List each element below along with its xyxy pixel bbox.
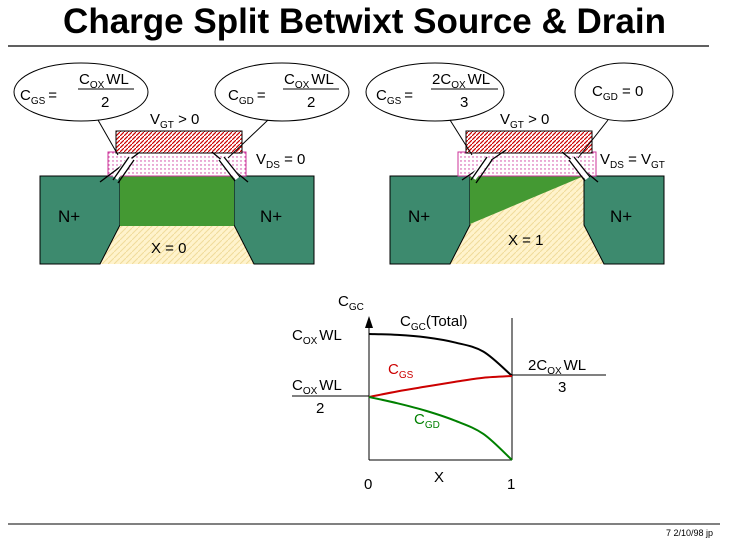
right-source-n-plus bbox=[389, 175, 471, 265]
right-drain-label: N+ bbox=[610, 207, 632, 226]
left-cgd-leader bbox=[227, 119, 269, 159]
graph-right-denominator: 3 bbox=[558, 379, 566, 396]
right-cgd-capacitor-icon bbox=[561, 151, 599, 183]
left-cgs-capacitor-icon bbox=[99, 151, 141, 184]
left-x-label: X = 0 bbox=[151, 240, 186, 257]
right-cgs-bubble bbox=[365, 62, 505, 122]
left-vgt-label: VGT > 0 bbox=[150, 111, 199, 131]
right-cgd-formula: CGD = 0 bbox=[592, 83, 643, 103]
y-axis-arrow-icon bbox=[365, 316, 373, 328]
right-drain-n-plus bbox=[583, 175, 665, 265]
right-cgs-formula: CGS= bbox=[376, 87, 413, 107]
graph-left-half-denominator: 2 bbox=[316, 400, 324, 417]
right-vgt-label: VGT > 0 bbox=[500, 111, 549, 131]
left-vds-label: VDS = 0 bbox=[256, 151, 305, 171]
curves-layer bbox=[368, 333, 513, 461]
graph-total-label: CGC(Total) bbox=[400, 313, 468, 333]
right-cgs-capacitor-icon bbox=[461, 149, 507, 184]
graph-cgd-label: CGD bbox=[414, 411, 440, 431]
right-source-label: N+ bbox=[408, 207, 430, 226]
left-drain-label: N+ bbox=[260, 207, 282, 226]
cgc-total-line bbox=[368, 333, 513, 377]
right-x-label: X = 1 bbox=[508, 232, 543, 249]
right-channel-wedge bbox=[470, 176, 584, 224]
right-cgs-denominator: 3 bbox=[460, 94, 468, 111]
left-cgs-denominator: 2 bbox=[101, 94, 109, 111]
graph-x-axis-label: X bbox=[434, 469, 444, 486]
graph-x-min: 0 bbox=[364, 476, 372, 493]
cgd-line bbox=[368, 396, 513, 461]
page-title: Charge Split Betwixt Source & Drain bbox=[63, 2, 666, 41]
left-channel bbox=[120, 176, 234, 226]
left-cgd-formula: CGD= bbox=[228, 87, 266, 107]
left-cgs-leader bbox=[97, 119, 119, 156]
graph-x-max: 1 bbox=[507, 476, 515, 493]
left-source-n-plus bbox=[39, 175, 121, 265]
right-gate bbox=[465, 130, 593, 154]
graph-cgs-label: CGS bbox=[388, 361, 414, 381]
cgs-line bbox=[368, 374, 513, 398]
right-vds-label: VDS = VGT bbox=[600, 151, 665, 171]
left-cgs-formula: CGS= bbox=[20, 87, 57, 107]
footer-date: 7 2/10/98 jp bbox=[665, 528, 713, 538]
left-gate bbox=[115, 130, 243, 154]
right-cgd-leader bbox=[577, 119, 609, 159]
graph-ylabel: CGC bbox=[338, 293, 364, 313]
left-cgd-bubble bbox=[214, 62, 350, 122]
left-cgs-bubble bbox=[13, 62, 149, 122]
left-source-label: N+ bbox=[58, 207, 80, 226]
left-cgd-denominator: 2 bbox=[307, 94, 315, 111]
right-cgs-leader bbox=[449, 119, 473, 156]
right-cgd-bubble bbox=[574, 62, 674, 122]
left-cgd-capacitor-icon bbox=[211, 151, 249, 183]
